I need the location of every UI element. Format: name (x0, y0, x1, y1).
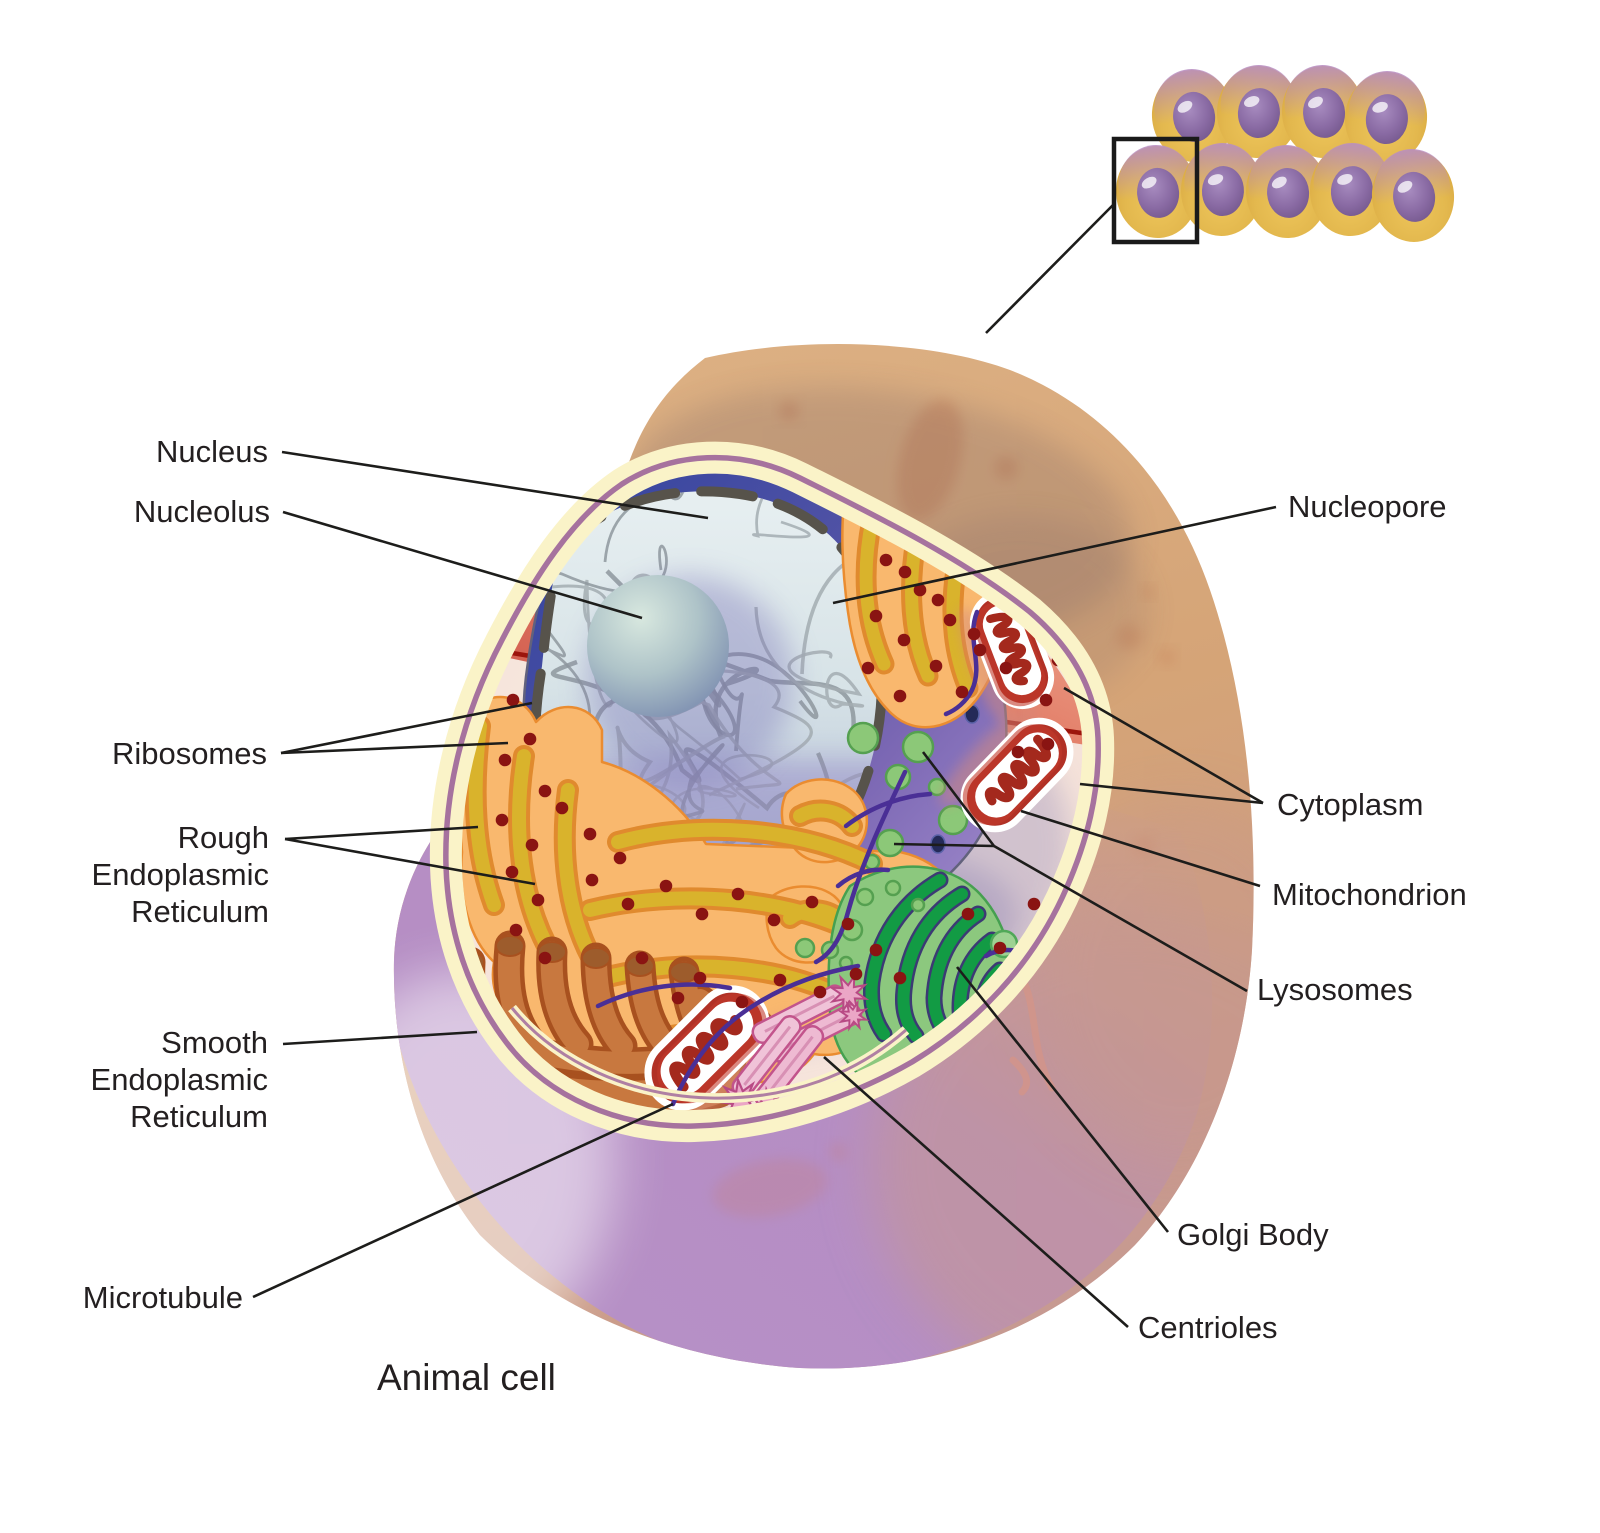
label-golgi-body: Golgi Body (1177, 1217, 1329, 1252)
leader-ribosomes-1 (280, 701, 533, 755)
labels: Nucleus Nucleolus Ribosomes Rough Endopl… (83, 434, 1467, 1398)
label-smooth-er-line3: Reticulum (130, 1099, 268, 1134)
tissue-cell (1344, 71, 1428, 164)
leader-ribosomes-2 (280, 741, 509, 755)
leader-microtubule (252, 1102, 674, 1299)
leader-cytoplasm-2 (1079, 782, 1264, 805)
label-smooth-er-line1: Smooth (161, 1025, 268, 1060)
tissue-cell (1180, 143, 1264, 236)
inner-membrane-line (508, 1004, 910, 1104)
inset-pointer-line (985, 203, 1115, 334)
leader-lysosomes-main (993, 844, 1248, 993)
centrioles (711, 968, 874, 1127)
label-mitochondrion: Mitochondrion (1272, 877, 1467, 912)
leader-mitochondrion (1020, 809, 1261, 888)
leader-rough-er-2 (284, 837, 536, 886)
tissue-cell (1281, 65, 1365, 158)
label-cytoplasm: Cytoplasm (1277, 787, 1423, 822)
leader-nucleolus (282, 510, 643, 620)
label-nucleopore: Nucleopore (1288, 489, 1447, 524)
label-rough-er-line3: Reticulum (131, 894, 269, 929)
label-rough-er-line2: Endoplasmic (92, 857, 269, 892)
label-lysosomes: Lysosomes (1257, 972, 1413, 1007)
leader-lysosomes-a (921, 751, 996, 847)
tissue-cell (1216, 65, 1300, 158)
cutaway-face (376, 425, 1116, 1139)
leader-lines (252, 450, 1277, 1328)
label-rough-er: Rough Endoplasmic Reticulum (92, 820, 269, 929)
label-nucleolus: Nucleolus (134, 494, 270, 529)
leader-lysosomes-b (893, 842, 995, 848)
label-microtubule: Microtubule (83, 1280, 243, 1315)
inset-zoom-box (1111, 136, 1200, 245)
label-centrioles: Centrioles (1138, 1310, 1278, 1345)
leader-rough-er-1 (284, 825, 479, 841)
label-smooth-er: Smooth Endoplasmic Reticulum (91, 1025, 268, 1134)
leader-nucleopore (832, 505, 1277, 605)
nucleolus (587, 575, 729, 717)
caption-animal-cell: Animal cell (377, 1357, 556, 1398)
label-ribosomes: Ribosomes (112, 736, 267, 771)
leader-centrioles (823, 1056, 1129, 1328)
label-rough-er-line1: Rough (178, 820, 269, 855)
tissue-cell (1309, 143, 1393, 236)
label-nucleus: Nucleus (156, 434, 268, 469)
leader-cytoplasm-1 (1063, 686, 1264, 805)
inset-cell-cluster (985, 65, 1455, 334)
tissue-cell (1245, 145, 1329, 238)
tissue-cell (1371, 149, 1455, 242)
leader-nucleus (281, 450, 709, 520)
leader-golgi-body (955, 966, 1170, 1233)
leader-smooth-er (282, 1030, 478, 1046)
label-smooth-er-line2: Endoplasmic (91, 1062, 268, 1097)
tissue-cell (1115, 145, 1199, 238)
